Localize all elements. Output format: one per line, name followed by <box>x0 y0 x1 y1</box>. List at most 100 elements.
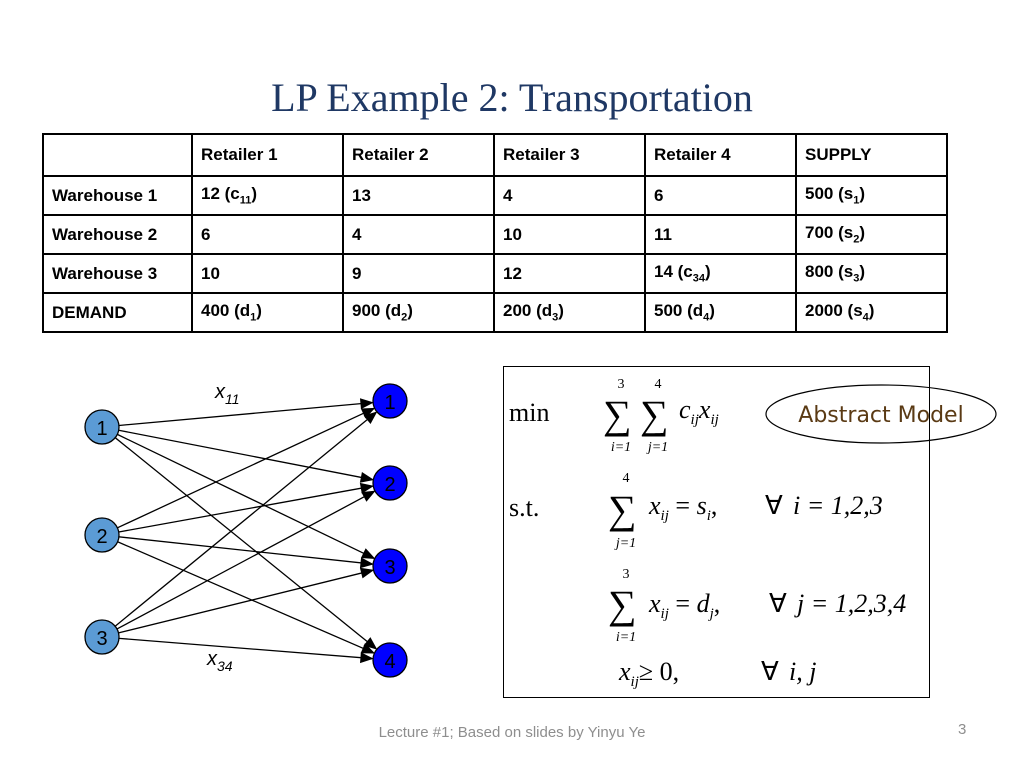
objective-term: cijxij <box>679 395 719 428</box>
table-cell: 6 <box>191 214 344 255</box>
warehouse-node-3 <box>84 619 120 655</box>
table-cell: 700 (s2) <box>795 214 948 255</box>
edge-w1-r2 <box>118 429 373 481</box>
st-keyword: s.t. <box>509 493 539 522</box>
arrowhead-w3-r1 <box>363 411 378 425</box>
edge-w2-r2 <box>118 485 373 533</box>
sum1-upper: 3 <box>618 377 625 392</box>
table-header-cell <box>42 133 193 177</box>
supply-sum-lower: j=1 <box>614 536 636 551</box>
table-row-header: DEMAND <box>42 292 193 333</box>
table-cell: 200 (d3) <box>493 292 646 333</box>
arrowhead-w2-r1 <box>360 407 376 419</box>
nonneg-lhs: xij≥ 0, <box>618 657 679 690</box>
retailer-node-1 <box>372 383 408 419</box>
sum1-lower: i=1 <box>611 440 631 455</box>
retailer-node-3-label: 3 <box>384 557 395 579</box>
sum2-lower: j=1 <box>646 440 668 455</box>
edge-w1-r3 <box>117 433 375 559</box>
table-header-cell: Retailer 3 <box>493 133 646 177</box>
demand-rhs: j = 1,2,3,4 <box>794 589 906 618</box>
edge-w2-r3 <box>118 536 373 565</box>
edge-w3-r3 <box>118 569 373 634</box>
table-cell: 500 (d4) <box>644 292 797 333</box>
retailer-node-1-label: 1 <box>384 392 395 414</box>
abstract-model-ellipse <box>765 384 997 444</box>
warehouse-node-2 <box>84 517 120 553</box>
warehouse-node-2-label: 2 <box>96 526 107 548</box>
edge-w3-r4 <box>118 637 373 660</box>
supply-forall: ∀ <box>765 491 783 520</box>
supply-lhs: xij = si, <box>648 491 717 524</box>
arrowhead-w1-r2 <box>359 471 375 483</box>
abstract-model-label: Abstract Model <box>798 403 963 428</box>
table-cell: 4 <box>493 175 646 216</box>
arrowhead-w2-r3 <box>359 557 374 569</box>
table-cell: 9 <box>342 253 495 294</box>
arrowhead-w3-r3 <box>359 567 375 579</box>
edge-label-x11: x11 <box>214 381 240 407</box>
warehouse-node-1-label: 1 <box>96 418 107 440</box>
arrowhead-w2-r2 <box>359 482 374 494</box>
retailer-node-4-label: 4 <box>384 651 395 673</box>
arrowhead-w1-r1 <box>359 398 374 410</box>
demand-forall: ∀ <box>769 589 787 618</box>
table-cell: 11 <box>644 214 797 255</box>
demand-sigma: ∑ <box>608 582 637 627</box>
min-keyword: min <box>509 398 549 427</box>
abstract-model-formula: min 3 ∑ i=1 4 ∑ j=1 cijxij Abstract Mode… <box>509 377 997 690</box>
sum1-sigma: ∑ <box>603 392 632 437</box>
table-cell: 400 (d1) <box>191 292 344 333</box>
transportation-network: 1 2 3 1 2 3 4 x11 x34 <box>84 381 408 678</box>
edge-label-x34: x34 <box>206 648 233 674</box>
arrowhead-w1-r3 <box>360 548 376 559</box>
edge-w2-r4 <box>117 541 374 654</box>
table-cell: 500 (s1) <box>795 175 948 216</box>
sum2-sigma: ∑ <box>640 392 669 437</box>
arrowhead-w2-r4 <box>360 643 376 654</box>
edge-w1-r1 <box>118 401 373 427</box>
supply-sum-upper: 4 <box>623 471 630 486</box>
arrowhead-w3-r4 <box>360 652 374 664</box>
table-header-cell: SUPPLY <box>795 133 948 177</box>
sum2-upper: 4 <box>655 377 662 392</box>
table-cell: 800 (s3) <box>795 253 948 294</box>
supply-sigma: ∑ <box>608 487 637 532</box>
warehouse-node-3-label: 3 <box>96 628 107 650</box>
table-cell: 12 <box>493 253 646 294</box>
table-cell: 900 (d2) <box>342 292 495 333</box>
table-cell: 4 <box>342 214 495 255</box>
abstract-model-box <box>503 366 930 698</box>
edge-w1-r4 <box>114 437 377 650</box>
retailer-node-3 <box>372 548 408 584</box>
table-header-cell: Retailer 4 <box>644 133 797 177</box>
nonneg-rhs: i, j <box>789 657 816 686</box>
edge-w2-r1 <box>117 408 374 529</box>
slide-footer: Lecture #1; Based on slides by Yinyu Ye <box>378 724 646 741</box>
page-number: 3 <box>958 721 967 738</box>
table-row-header: Warehouse 1 <box>42 175 193 216</box>
slide-title: LP Example 2: Transportation <box>271 75 753 120</box>
table-header-cell: Retailer 2 <box>342 133 495 177</box>
table-cell: 13 <box>342 175 495 216</box>
edge-w3-r2 <box>116 490 375 630</box>
retailer-node-2-label: 2 <box>384 474 395 496</box>
edge-w3-r1 <box>114 411 377 627</box>
table-cell: 10 <box>191 253 344 294</box>
table-cell: 6 <box>644 175 797 216</box>
demand-sum-lower: i=1 <box>616 630 636 645</box>
table-row-header: Warehouse 3 <box>42 253 193 294</box>
table-row-header: Warehouse 2 <box>42 214 193 255</box>
retailer-node-2 <box>372 465 408 501</box>
table-cell: 12 (c11) <box>191 175 344 216</box>
demand-sum-upper: 3 <box>623 567 630 582</box>
table-cell: 2000 (s4) <box>795 292 948 333</box>
retailer-node-4 <box>372 642 408 678</box>
warehouse-node-1 <box>84 409 120 445</box>
